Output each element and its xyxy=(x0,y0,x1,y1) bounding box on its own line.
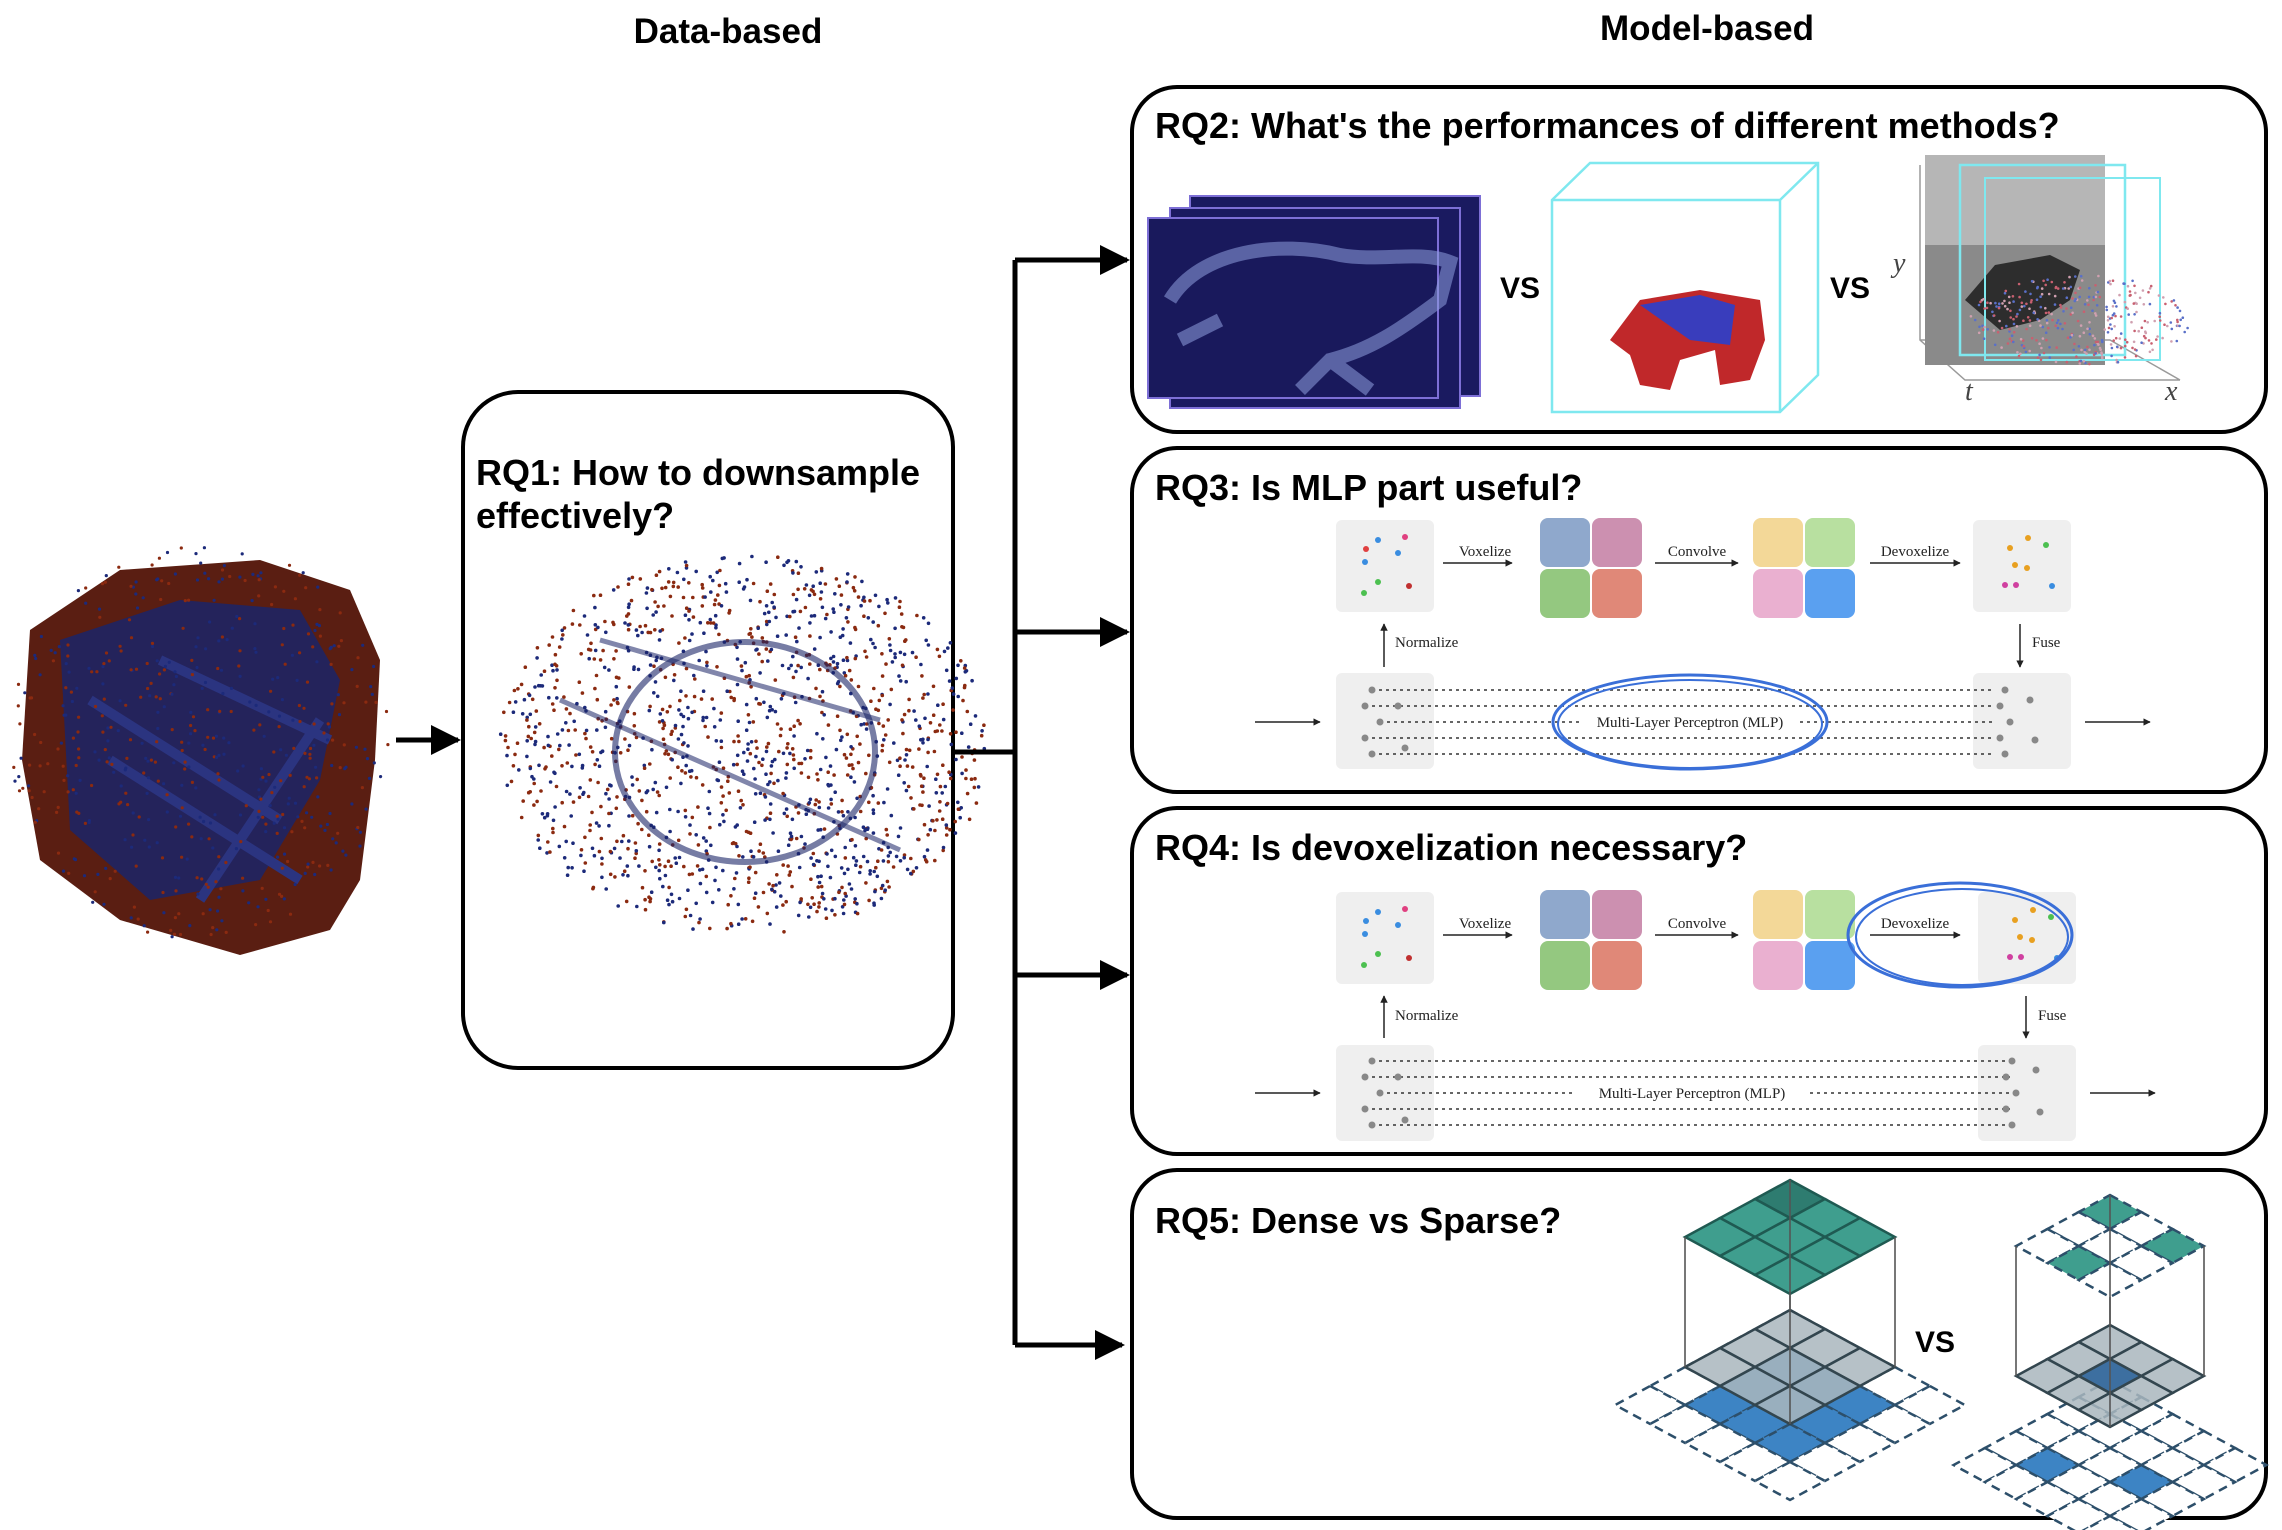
dense-convolution-illustration xyxy=(1612,1178,1968,1502)
convolved-grid-block xyxy=(1753,890,1855,990)
mlp-dotted-lines xyxy=(1365,689,1995,755)
convolved-grid-block xyxy=(1753,518,1855,618)
rq3-title: RQ3: Is MLP part useful? xyxy=(1155,467,1582,508)
point-set-dots xyxy=(1361,534,1412,596)
label-convolve: Convolve xyxy=(1668,916,1727,932)
frame-stack-image xyxy=(1147,195,1481,409)
raw-event-cloud xyxy=(12,546,390,955)
axis-t-label: t xyxy=(1965,376,1974,407)
label-mlp: Multi-Layer Perceptron (MLP) xyxy=(1599,1086,1786,1102)
voxel-grid-image xyxy=(1550,161,1820,414)
devoxelized-dots xyxy=(2002,535,2055,589)
voxel-grid-block xyxy=(1540,518,1642,618)
point-set-dots xyxy=(1361,906,1412,968)
input-points-panel xyxy=(1336,1045,1434,1141)
input-points-panel xyxy=(1336,673,1434,769)
devoxelized-dots xyxy=(2007,907,2060,961)
label-normalize: Normalize xyxy=(1395,635,1459,651)
rq2-vs-1: VS xyxy=(1500,272,1540,305)
downsampled-event-cloud xyxy=(498,554,987,934)
devoxelized-panel xyxy=(1973,520,2071,612)
point-set-panel xyxy=(1336,520,1434,612)
rq1-title-line1: RQ1: How to downsample xyxy=(476,452,920,493)
rq1-title-line2: effectively? xyxy=(476,495,674,536)
label-fuse: Fuse xyxy=(2038,1008,2067,1024)
axis-y-label: y xyxy=(1890,248,1906,279)
label-normalize: Normalize xyxy=(1395,1008,1459,1024)
point-set-panel xyxy=(1336,892,1434,984)
label-voxelize: Voxelize xyxy=(1459,916,1512,932)
voxel-grid-block xyxy=(1540,890,1642,990)
rq1-box xyxy=(461,390,955,1070)
devoxelized-panel xyxy=(1978,892,2076,984)
rq4-pipeline: Voxelize Convolve Devoxelize Normalize xyxy=(1255,881,2156,1141)
label-devoxelize: Devoxelize xyxy=(1881,544,1950,560)
devoxelize-highlight-circle xyxy=(1846,881,2074,989)
rq3-pipeline: Voxelize Convolve Devoxelize Normalize F… xyxy=(1255,518,2151,771)
label-voxelize: Voxelize xyxy=(1459,544,1512,560)
sparse-convolution-illustration xyxy=(1950,1193,2270,1530)
output-points-panel xyxy=(1978,1045,2076,1141)
label-convolve: Convolve xyxy=(1668,544,1727,560)
rq2-vs-2: VS xyxy=(1830,272,1870,305)
rq5-vs: VS xyxy=(1915,1326,1955,1359)
mlp-dotted-lines xyxy=(1365,1060,2010,1126)
label-mlp: Multi-Layer Perceptron (MLP) xyxy=(1597,715,1784,731)
label-devoxelize: Devoxelize xyxy=(1881,916,1950,932)
output-points-panel xyxy=(1973,673,2071,769)
rq4-title: RQ4: Is devoxelization necessary? xyxy=(1155,827,1747,868)
rq5-title: RQ5: Dense vs Sparse? xyxy=(1155,1200,1561,1241)
rq5-box xyxy=(1130,1168,2268,1520)
rq2-title: RQ2: What's the performances of differen… xyxy=(1155,105,2060,146)
axis-x-label: x xyxy=(2164,376,2178,407)
branch-connector xyxy=(953,245,1130,1360)
header-data-based: Data-based xyxy=(634,12,823,51)
header-model-based: Model-based xyxy=(1600,9,1814,48)
label-fuse: Fuse xyxy=(2032,635,2061,651)
spatiotemporal-point-cloud-image xyxy=(1919,155,2189,381)
